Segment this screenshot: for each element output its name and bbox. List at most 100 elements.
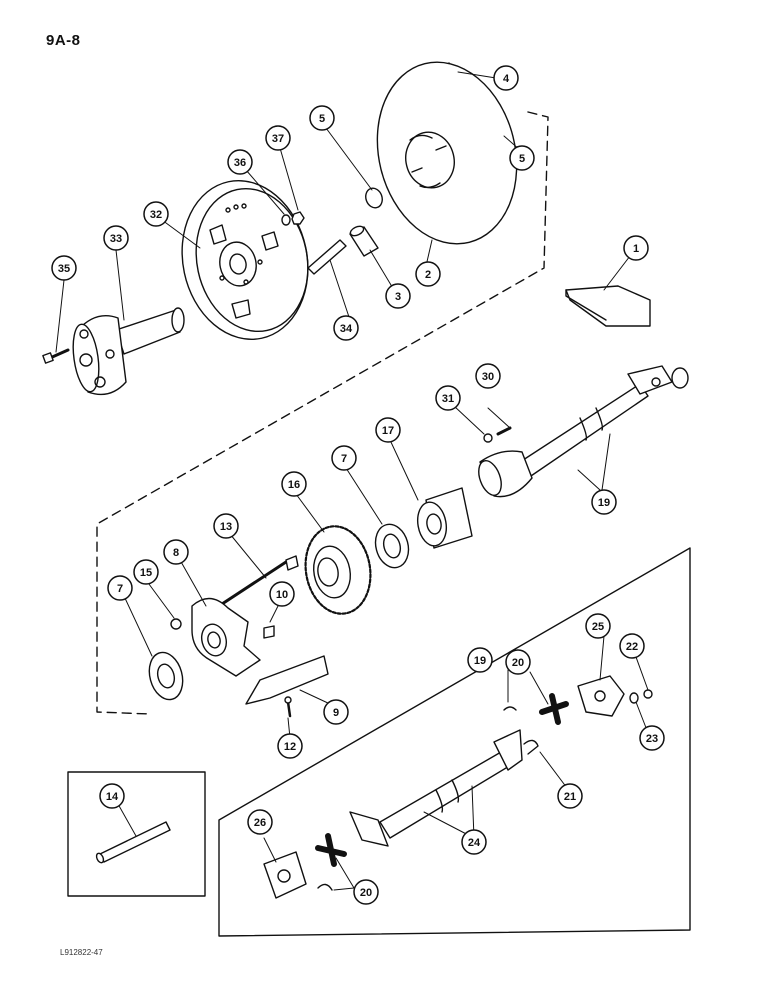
callout-16: 16 xyxy=(281,471,307,497)
part-7-bearing-lower xyxy=(148,651,184,701)
part-35-bolt xyxy=(42,348,70,364)
callout-8-label: 8 xyxy=(173,547,179,559)
part-20-snap-ring-upper xyxy=(503,706,517,711)
part-34-pin xyxy=(307,239,347,275)
part-8-bracket xyxy=(191,597,261,677)
callout-21: 21 xyxy=(557,783,583,809)
part-36-washer xyxy=(281,214,291,226)
callout-15-label: 15 xyxy=(140,567,152,579)
callout-31-label: 31 xyxy=(442,393,454,405)
callout-14-label: 14 xyxy=(106,791,119,803)
part-17-flange-hub xyxy=(416,487,473,549)
callout-10-label: 10 xyxy=(276,589,288,601)
callout-25: 25 xyxy=(585,613,611,639)
callout-26-label: 26 xyxy=(254,817,266,829)
callout-33-label: 33 xyxy=(110,233,122,245)
part-26-flange-yoke xyxy=(263,851,307,899)
callout-32: 32 xyxy=(143,201,169,227)
callout-30: 30 xyxy=(475,363,501,389)
callout-7-upper-label: 7 xyxy=(341,453,347,465)
callout-5-right: 5 xyxy=(509,145,535,171)
part-20-snap-ring-lower xyxy=(317,883,333,891)
callout-5-left: 5 xyxy=(309,105,335,131)
callout-26: 26 xyxy=(247,809,273,835)
part-24-shaft-assembly xyxy=(349,729,523,847)
part-14-pin xyxy=(95,821,171,864)
callout-25-label: 25 xyxy=(592,621,604,633)
callout-10: 10 xyxy=(269,581,295,607)
callout-23-label: 23 xyxy=(646,733,658,745)
callout-35: 35 xyxy=(51,255,77,281)
callout-32-label: 32 xyxy=(150,209,162,221)
callout-9: 9 xyxy=(323,699,349,725)
part-37-nut xyxy=(291,211,305,225)
part-22-nut xyxy=(643,689,653,699)
part-20-cross-upper xyxy=(539,693,569,725)
callout-36-label: 36 xyxy=(234,157,246,169)
callout-1: 1 xyxy=(623,235,649,261)
callout-9-label: 9 xyxy=(333,707,339,719)
callout-bubbles: 1 2 3 4 5 5 7 7 8 9 10 12 13 14 15 16 17… xyxy=(51,65,665,905)
part-12-screw xyxy=(284,696,292,718)
callout-22: 22 xyxy=(619,633,645,659)
callout-34: 34 xyxy=(333,315,359,341)
callout-13: 13 xyxy=(213,513,239,539)
callout-31: 31 xyxy=(435,385,461,411)
part-2-clutch-disc xyxy=(376,61,518,245)
part-25-yoke xyxy=(577,675,625,717)
callout-22-label: 22 xyxy=(626,641,638,653)
dashed-group-outline xyxy=(96,111,549,715)
callout-35-label: 35 xyxy=(58,263,70,275)
callout-7-lower-label: 7 xyxy=(117,583,123,595)
callout-2: 2 xyxy=(415,261,441,287)
callout-13-label: 13 xyxy=(220,521,232,533)
callout-36: 36 xyxy=(227,149,253,175)
callout-14: 14 xyxy=(99,783,125,809)
part-9-shield-plate xyxy=(245,655,329,705)
document-code: L912822-47 xyxy=(60,948,103,957)
callout-5-left-label: 5 xyxy=(319,113,325,125)
part-32-pulley-disc xyxy=(181,179,309,341)
part-7-bearing-upper xyxy=(374,523,410,569)
callout-7-upper: 7 xyxy=(331,445,357,471)
callout-8: 8 xyxy=(163,539,189,565)
callout-16-label: 16 xyxy=(288,479,300,491)
callout-5-right-label: 5 xyxy=(519,153,525,165)
part-1-wedge-plate xyxy=(565,285,651,327)
callout-12: 12 xyxy=(277,733,303,759)
part-16-sprocket xyxy=(304,525,372,615)
part-21-clip xyxy=(523,739,539,755)
callout-20-upper-label: 20 xyxy=(512,657,524,669)
callout-20-lower: 20 xyxy=(353,879,379,905)
callout-37: 37 xyxy=(265,125,291,151)
callout-2-label: 2 xyxy=(425,269,431,281)
callout-19-lower-label: 19 xyxy=(474,655,486,667)
callout-33: 33 xyxy=(103,225,129,251)
part-15-nut xyxy=(170,618,182,630)
callout-24-label: 24 xyxy=(468,837,481,849)
callout-21-label: 21 xyxy=(564,791,576,803)
inset-box xyxy=(67,771,206,897)
callout-15: 15 xyxy=(133,559,159,585)
part-20-cross-lower xyxy=(315,833,347,867)
part-19-drive-shaft xyxy=(478,365,689,498)
callout-4: 4 xyxy=(493,65,519,91)
callout-3: 3 xyxy=(385,283,411,309)
callout-24: 24 xyxy=(461,829,487,855)
driveshaft-detail-box xyxy=(218,547,691,937)
callout-17: 17 xyxy=(375,417,401,443)
part-33-hub xyxy=(72,307,185,396)
part-23-washer xyxy=(629,692,639,704)
callout-1-label: 1 xyxy=(633,243,639,255)
part-31-nut xyxy=(483,433,493,443)
callout-19-lower: 19 xyxy=(467,647,493,673)
callout-23: 23 xyxy=(639,725,665,751)
callout-20-lower-label: 20 xyxy=(360,887,372,899)
part-13-long-bolt xyxy=(220,555,299,606)
callout-17-label: 17 xyxy=(382,425,394,437)
callout-7-lower: 7 xyxy=(107,575,133,601)
page-id: 9A-8 xyxy=(46,32,81,49)
callout-12-label: 12 xyxy=(284,741,296,753)
part-10-block xyxy=(263,625,275,639)
